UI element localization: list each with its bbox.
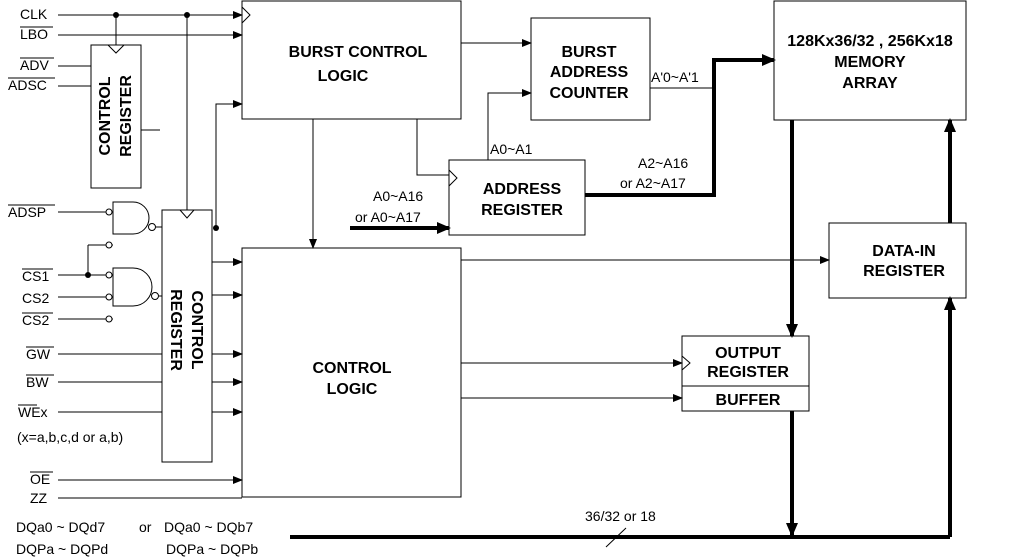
active-low-overbars bbox=[8, 26, 55, 473]
output-register-block bbox=[681, 335, 810, 387]
burst-control-logic-label-2: LOGIC bbox=[318, 68, 369, 85]
signal-oe: OE bbox=[30, 471, 50, 487]
signal-cs1: CS1 bbox=[22, 268, 49, 284]
control-logic-block bbox=[241, 247, 462, 498]
output-register-label-2: REGISTER bbox=[707, 364, 789, 381]
signal-clk: CLK bbox=[20, 6, 48, 22]
bus-label-or-a2-a17: or A2~A17 bbox=[620, 175, 686, 191]
data-in-register-label-2: REGISTER bbox=[863, 263, 945, 280]
nand-gate-adsp bbox=[112, 201, 150, 235]
dq-line1-left: DQa0 ~ DQd7 bbox=[16, 519, 105, 535]
burst-address-counter-block bbox=[530, 17, 651, 121]
burst-control-logic-label-1: BURST CONTROL bbox=[289, 44, 428, 61]
signal-adv: ADV bbox=[20, 57, 49, 73]
signal-wex: WEx bbox=[18, 404, 48, 420]
buffer-block bbox=[681, 385, 810, 412]
bus-label-a0-a16: A0~A16 bbox=[373, 188, 423, 204]
signal-zz: ZZ bbox=[30, 490, 48, 506]
clock-triangle bbox=[448, 169, 458, 187]
data-in-register-block bbox=[828, 222, 967, 299]
open-terminals bbox=[105, 208, 113, 323]
signal-lbo: LBO bbox=[20, 26, 48, 42]
burst-address-counter-label-2: ADDRESS bbox=[550, 64, 629, 81]
burst-address-counter-label-3: COUNTER bbox=[549, 85, 629, 102]
control-register-bottom-label-1: CONTROL bbox=[188, 290, 205, 369]
and-gate-cs bbox=[112, 267, 153, 307]
dq-line1-or: or bbox=[139, 519, 152, 535]
address-register-label-1: ADDRESS bbox=[483, 181, 562, 198]
control-register-top-block bbox=[90, 44, 142, 189]
memory-array-label-1: 128Kx36/32 , 256Kx18 bbox=[787, 33, 953, 50]
memory-array-label-2: MEMORY bbox=[834, 54, 906, 71]
clock-triangle bbox=[107, 44, 125, 54]
bus-label-a0-a1: A0~A1 bbox=[490, 141, 533, 157]
bus-label-or-a0-a17: or A0~A17 bbox=[355, 209, 421, 225]
burst-address-counter-label-1: BURST bbox=[561, 44, 616, 61]
signal-bw: BW bbox=[26, 374, 49, 390]
thick-buses bbox=[290, 54, 956, 539]
memory-array-block bbox=[773, 0, 967, 121]
control-register-bottom-label-2: REGISTER bbox=[167, 289, 184, 371]
signal-wex-note: (x=a,b,c,d or a,b) bbox=[17, 429, 123, 445]
control-register-top-label-1: CONTROL bbox=[97, 76, 114, 155]
thin-wires bbox=[58, 11, 830, 548]
control-register-top-label-2: REGISTER bbox=[118, 75, 135, 157]
signal-adsc: ADSC bbox=[8, 77, 47, 93]
clock-triangle bbox=[179, 209, 195, 219]
control-logic-label-2: LOGIC bbox=[327, 381, 378, 398]
address-register-label-2: REGISTER bbox=[481, 202, 563, 219]
clock-triangle bbox=[681, 355, 691, 371]
burst-control-logic-block bbox=[241, 0, 462, 120]
signal-gw: GW bbox=[26, 346, 51, 362]
buffer-label: BUFFER bbox=[716, 392, 781, 409]
address-register-block bbox=[448, 159, 586, 236]
dq-line1-right: DQa0 ~ DQb7 bbox=[164, 519, 253, 535]
inversion-bubble bbox=[148, 223, 156, 231]
output-register-label-1: OUTPUT bbox=[715, 345, 781, 362]
signal-cs2: CS2 bbox=[22, 290, 49, 306]
control-register-bottom-block bbox=[161, 209, 213, 463]
bus-label-a2-a16: A2~A16 bbox=[638, 155, 688, 171]
signal-cs2-bar: CS2 bbox=[22, 312, 49, 328]
bus-label-width: 36/32 or 18 bbox=[585, 508, 656, 524]
dq-line2-left: DQPa ~ DQPd bbox=[16, 541, 108, 557]
dq-line2-right: DQPa ~ DQPb bbox=[166, 541, 258, 557]
inversion-bubble bbox=[151, 292, 159, 300]
bus-label-counter-out: A'0~A'1 bbox=[651, 69, 699, 85]
memory-array-label-3: ARRAY bbox=[842, 75, 898, 92]
control-logic-label-1: CONTROL bbox=[312, 360, 391, 377]
signal-adsp: ADSP bbox=[8, 204, 46, 220]
clock-triangle bbox=[241, 6, 251, 24]
data-in-register-label-1: DATA-IN bbox=[872, 243, 935, 260]
junction-dots bbox=[85, 12, 219, 278]
